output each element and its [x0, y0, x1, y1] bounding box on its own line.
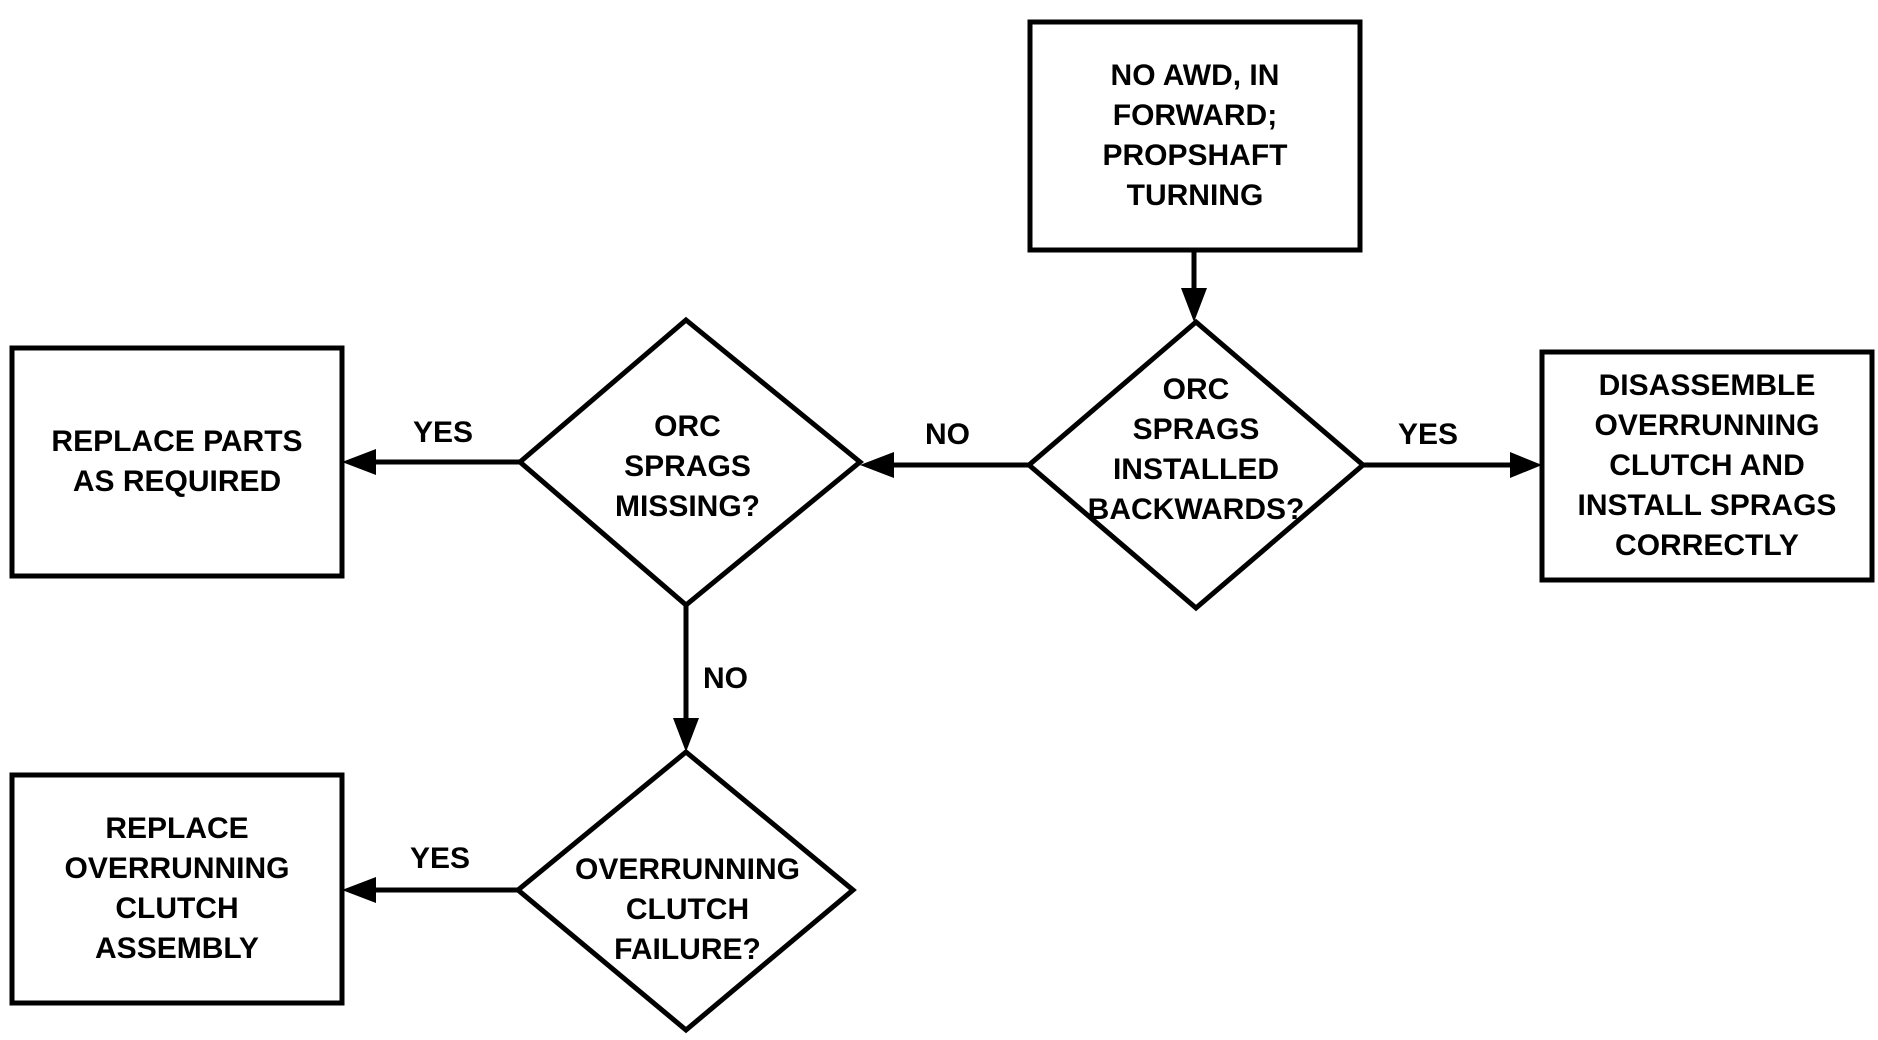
start-node-label: NO AWD, IN FORWARD; PROPSHAFT TURNING [1102, 59, 1288, 212]
missing-yes-arrowhead [342, 449, 376, 475]
start-to-backwards-arrowhead [1181, 288, 1207, 322]
failure-yes-label: YES [410, 842, 471, 875]
backwards-yes-label: YES [1398, 418, 1459, 451]
backwards-no-arrowhead [860, 452, 894, 478]
missing-yes-label: YES [413, 416, 474, 449]
replace-clutch-box [9, 772, 345, 1006]
missing-no-label: NO [703, 662, 748, 695]
missing-no-arrowhead [673, 718, 699, 752]
backwards-decision-label: ORC SPRAGS INSTALLED BACKWARDS? [1087, 373, 1305, 526]
start-box [1027, 19, 1363, 253]
disassemble-node-label: DISASSEMBLE OVERRUNNING CLUTCH AND INSTA… [1577, 369, 1837, 562]
replace-parts-box [9, 345, 345, 579]
failure-decision-label: OVERRUNNING CLUTCH FAILURE? [574, 853, 800, 966]
replace-clutch-node-label: REPLACE OVERRUNNING CLUTCH ASSEMBLY [64, 812, 290, 965]
backwards-yes-arrowhead [1510, 452, 1542, 478]
backwards-decision-diamond [1025, 318, 1367, 612]
replace-parts-node-label: REPLACE PARTS AS REQUIRED [51, 425, 303, 498]
disassemble-box [1539, 349, 1875, 583]
failure-yes-arrowhead [342, 877, 376, 903]
failure-decision-diamond [514, 748, 857, 1034]
backwards-no-label: NO [925, 418, 970, 451]
missing-decision-label: ORC SPRAGS MISSING? [614, 410, 760, 523]
